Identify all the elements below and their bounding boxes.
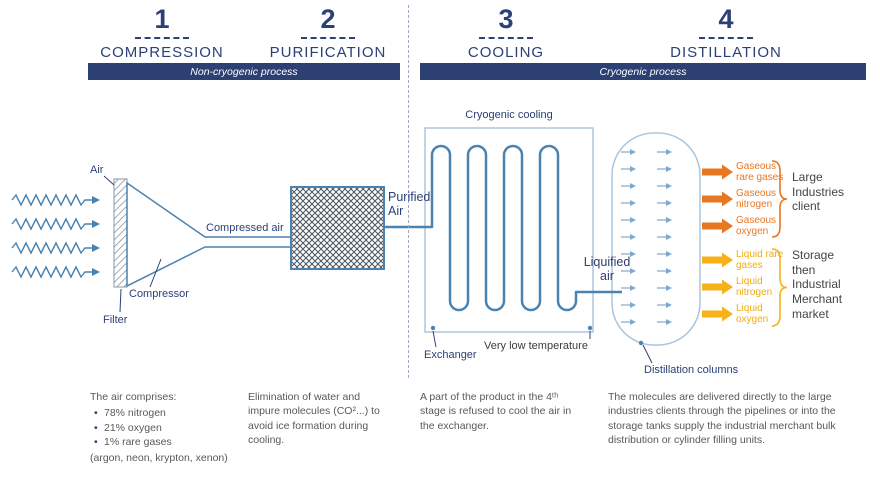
stage-number: 2	[320, 4, 336, 34]
liquid-rare-gases-label: Liquid rare gases	[736, 249, 784, 271]
cooling-coil-pipe	[384, 144, 622, 312]
note-cooling: A part of the product in the 4ᵗʰ stage i…	[420, 391, 572, 432]
filter-shape	[113, 178, 128, 288]
stage-underline	[301, 37, 355, 39]
stage-header-compression: 1 COMPRESSION	[90, 4, 234, 62]
gaseous-rare-gases-label: Gaseous rare gases	[736, 161, 784, 183]
large-industries-client-label: Large Industries client	[792, 170, 845, 214]
note-distillation: The molecules are delivered directly to …	[608, 391, 836, 447]
note-footnote: (argon, neon, krypton, xenon)	[90, 451, 228, 464]
band-non-cryogenic: Non-cryogenic process	[88, 63, 400, 80]
gaseous-bracket	[771, 160, 788, 238]
band-label: Non-cryogenic process	[190, 65, 298, 78]
air-composition-list: 78% nitrogen 21% oxygen 1% rare gases	[90, 406, 240, 450]
gaseous-oxygen-label: Gaseous oxygen	[736, 215, 777, 237]
stage-title: PURIFICATION	[269, 44, 387, 61]
list-item: 1% rare gases	[94, 435, 240, 450]
very-low-temperature-label: Very low temperature	[484, 340, 588, 352]
label-connectors	[103, 175, 653, 364]
liquid-output-arrows	[702, 252, 733, 322]
section-divider-dashed	[408, 5, 409, 378]
storage-merchant-label: Storage then Industrial Merchant market	[792, 248, 843, 321]
stage-number: 3	[498, 4, 514, 34]
band-label: Cryogenic process	[599, 65, 687, 78]
list-item: 21% oxygen	[94, 421, 240, 436]
purified-air-label: Purified Air	[388, 190, 431, 219]
stage-number: 4	[718, 4, 734, 34]
stage-header-purification: 2 PURIFICATION	[256, 4, 400, 62]
cryogenic-cooling-label: Cryogenic cooling	[465, 109, 553, 121]
incoming-air-arrows	[11, 194, 101, 278]
liquified-air-label: Liquified air	[583, 255, 631, 284]
exchanger-box-shape	[424, 127, 594, 333]
stage-underline	[699, 37, 753, 39]
band-cryogenic: Cryogenic process	[420, 63, 866, 80]
note-title: The air comprises:	[90, 391, 177, 403]
compressor-label: Compressor	[129, 288, 189, 300]
filter-label: Filter	[103, 314, 128, 326]
distillation-column-shape	[611, 132, 701, 346]
liquid-oxygen-label: Liquid oxygen	[736, 303, 769, 325]
connector-dots	[430, 325, 644, 346]
gaseous-nitrogen-label: Gaseous nitrogen	[736, 188, 777, 210]
note-compression: The air comprises: 78% nitrogen 21% oxyg…	[90, 390, 240, 465]
liquid-nitrogen-label: Liquid nitrogen	[736, 276, 773, 298]
liquid-bracket	[771, 248, 788, 327]
note-purification: Elimination of water and impure molecule…	[248, 391, 380, 447]
compressed-air-label: Compressed air	[206, 222, 284, 234]
gaseous-output-arrows	[702, 164, 733, 234]
stage-underline	[479, 37, 533, 39]
stage-header-cooling: 3 COOLING	[434, 4, 578, 62]
air-label: Air	[90, 164, 104, 176]
stage-header-distillation: 4 DISTILLATION	[654, 4, 798, 62]
purification-box-shape	[290, 186, 385, 270]
stage-title: DISTILLATION	[670, 44, 782, 61]
stage-number: 1	[154, 4, 170, 34]
stage-title: COMPRESSION	[100, 44, 224, 61]
list-item: 78% nitrogen	[94, 406, 240, 421]
stage-title: COOLING	[467, 44, 545, 61]
distillation-columns-label: Distillation columns	[644, 364, 739, 376]
exchanger-label: Exchanger	[424, 349, 477, 361]
stage-underline	[135, 37, 189, 39]
